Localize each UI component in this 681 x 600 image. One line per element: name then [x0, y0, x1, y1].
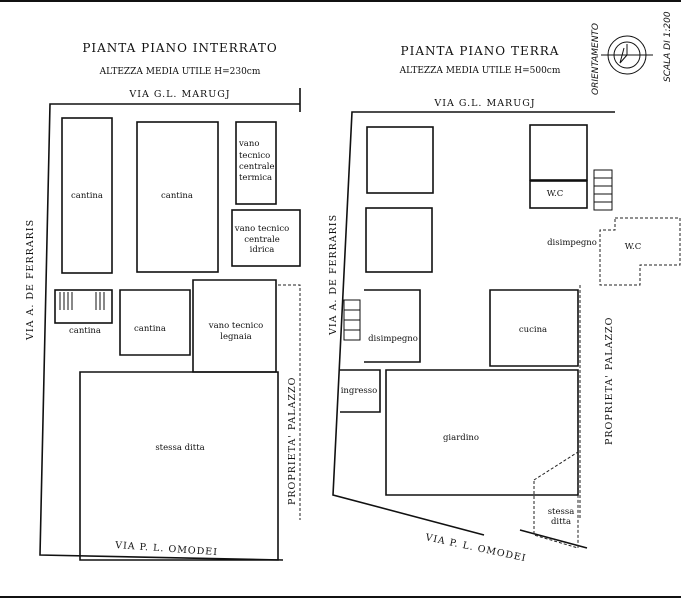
room-giardino: [385, 369, 579, 496]
label-stessa: stessa: [548, 507, 575, 517]
basement-title: PIANTA PIANO INTERRATO: [82, 41, 277, 55]
room-cucina: [489, 289, 579, 367]
ground-title: PIANTA PIANO TERRA: [401, 44, 560, 58]
label-legnaia-1: vano tecnico: [208, 321, 263, 331]
label-stessa-ditta: stessa ditta: [155, 443, 204, 453]
basement-outer-wall: [39, 88, 301, 561]
label-idrica-3: idrica: [250, 245, 275, 255]
room-north-west: [366, 126, 434, 194]
room-wc-1: [529, 180, 588, 209]
label-termica-4: termica: [239, 173, 272, 183]
basement-neighbor-right: PROPRIETA' PALAZZO: [287, 377, 298, 505]
basement-street-top: VIA G.L. MARUGJ: [128, 89, 230, 100]
label-cantina-2: cantina: [161, 191, 193, 201]
room-wc-2: [599, 217, 681, 286]
label-ingresso: ingresso: [341, 386, 378, 396]
label-idrica-1: vano tecnico: [234, 224, 289, 234]
room-cantina-3: [54, 289, 113, 324]
label-termica-3: centrale: [239, 162, 275, 172]
label-termica-2: tecnico: [239, 151, 270, 161]
ground-neighbor-right: PROPRIETA' PALAZZO: [604, 317, 615, 445]
label-giardino: giardino: [443, 433, 479, 443]
basement-height-note: ALTEZZA MEDIA UTILE H=230cm: [99, 67, 261, 77]
boundary-dashed: [278, 284, 301, 520]
ground-street-left: VIA A. DE FERRARIS: [328, 214, 339, 336]
room-vano-termica: [235, 121, 277, 205]
room-north-east: [529, 124, 588, 181]
label-cantina-3: cantina: [69, 326, 101, 336]
ground-outer-wall-b: [519, 529, 588, 549]
basement-street-bottom: VIA P. L. OMODEI: [114, 540, 218, 558]
label-wc-2: W.C: [625, 242, 641, 252]
label-termica-1: vano: [238, 139, 259, 149]
ground-street-top: VIA G.L. MARUGJ: [433, 98, 535, 109]
ground-street-bottom: VIA P. L. OMODEI: [423, 532, 527, 564]
room-stessa-ditta: [79, 371, 279, 561]
label-wc-1: W.C: [547, 189, 563, 199]
room-vano-idrica: [231, 209, 301, 267]
basement-street-left: VIA A. DE FERRARIS: [25, 219, 36, 341]
label-disimpegno-2: disimpegno: [368, 334, 418, 344]
stairs-icon: [343, 169, 613, 341]
compass-icon: [601, 35, 653, 75]
room-stessa-ditta: [533, 451, 579, 549]
label-idrica-2: centrale: [244, 235, 280, 245]
room-cantina-1: [61, 117, 113, 274]
label-disimpegno-1: disimpegno: [547, 238, 597, 248]
ground-height-note: ALTEZZA MEDIA UTILE H=500cm: [399, 66, 561, 76]
room-cantina-4: [119, 289, 191, 356]
scale-label: SCALA DI 1:200: [663, 11, 673, 82]
label-cantina-4: cantina: [134, 324, 166, 334]
basement-plan: PIANTA PIANO INTERRATO ALTEZZA MEDIA UTI…: [25, 41, 301, 561]
label-ditta: ditta: [551, 517, 571, 527]
label-cucina: cucina: [519, 325, 547, 335]
ground-floor-plan: PIANTA PIANO TERRA ALTEZZA MEDIA UTILE H…: [328, 44, 681, 564]
label-legnaia-2: legnaia: [220, 332, 252, 342]
stairs-icon: [59, 292, 105, 310]
orientation-label: ORIENTAMENTO: [591, 23, 601, 95]
label-cantina-1: cantina: [71, 191, 103, 201]
room-disimpegno-2: [364, 289, 421, 363]
room-ingresso: [340, 369, 381, 413]
room-west: [365, 207, 433, 273]
ground-outer-wall: [332, 111, 615, 536]
room-cantina-2: [136, 121, 219, 273]
